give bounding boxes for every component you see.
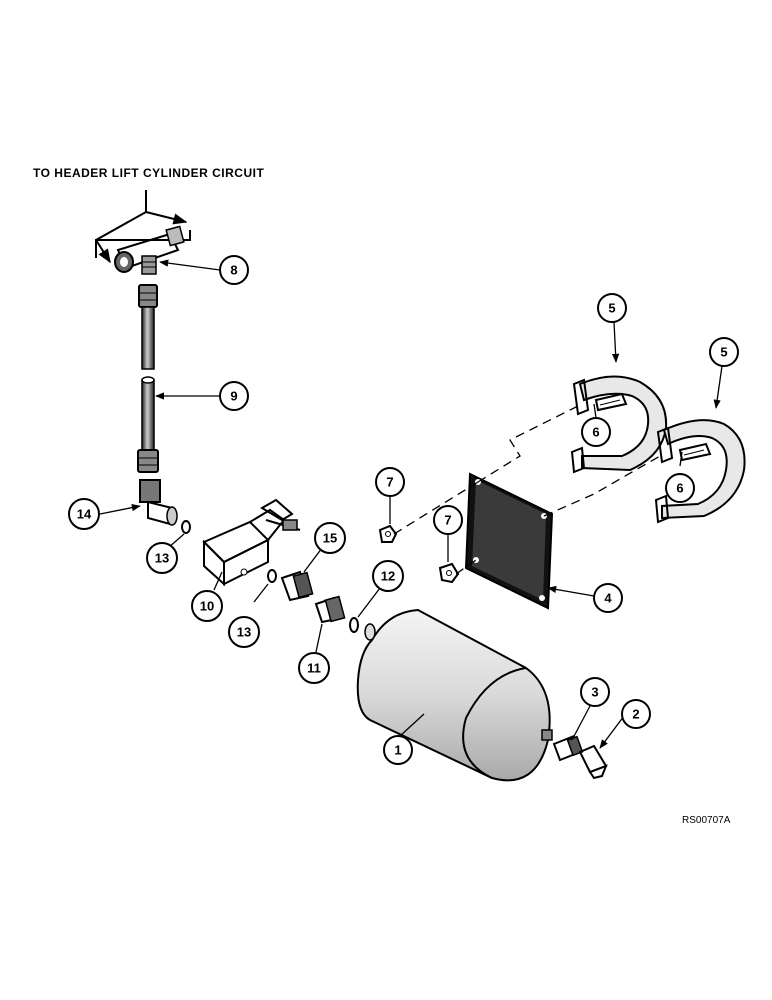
svg-text:7: 7 (444, 513, 451, 528)
svg-text:9: 9 (230, 389, 237, 404)
callout-2: 2 (621, 699, 651, 729)
svg-text:13: 13 (155, 551, 169, 566)
o-ring (181, 520, 191, 534)
callout-6a: 6 (581, 417, 611, 447)
callout-8: 8 (219, 255, 249, 285)
svg-text:2: 2 (632, 707, 639, 722)
connector-fitting (280, 570, 314, 602)
callout-14: 14 (68, 498, 100, 530)
callout-3: 3 (580, 677, 610, 707)
svg-text:12: 12 (381, 569, 395, 584)
callout-5b: 5 (709, 337, 739, 367)
svg-text:5: 5 (608, 301, 615, 316)
svg-text:3: 3 (591, 685, 598, 700)
circuit-title: TO HEADER LIFT CYLINDER CIRCUIT (33, 166, 265, 180)
hose (137, 284, 159, 473)
svg-text:6: 6 (676, 481, 683, 496)
valve-cap (578, 744, 608, 780)
svg-text:8: 8 (230, 263, 237, 278)
valve-block (202, 498, 301, 587)
mounting-clamp (570, 375, 668, 474)
svg-text:6: 6 (592, 425, 599, 440)
svg-text:15: 15 (323, 531, 337, 546)
callout-4: 4 (593, 583, 623, 613)
elbow-fitting (139, 479, 178, 526)
o-ring (349, 617, 359, 633)
o-ring (267, 569, 277, 583)
svg-text:11: 11 (307, 661, 321, 676)
svg-text:10: 10 (200, 599, 214, 614)
lock-nut (438, 562, 460, 584)
tee-fitting (114, 225, 185, 275)
svg-text:1: 1 (394, 743, 401, 758)
callout-15: 15 (314, 522, 346, 554)
callout-1: 1 (383, 735, 413, 765)
callout-6b: 6 (665, 473, 695, 503)
callout-11: 11 (298, 652, 330, 684)
adapter-fitting (314, 595, 346, 624)
mounting-clamp (654, 419, 746, 524)
drawing-code: RS00707A (682, 815, 731, 826)
mounting-plate (464, 472, 554, 610)
callout-12: 12 (372, 560, 404, 592)
callout-13a: 13 (146, 542, 178, 574)
callout-10: 10 (191, 590, 223, 622)
header-circuit-arrows (95, 190, 191, 264)
svg-text:13: 13 (237, 625, 251, 640)
svg-text:4: 4 (604, 591, 612, 606)
callout-7a: 7 (375, 467, 405, 497)
callout-7b: 7 (433, 505, 463, 535)
accumulator-tank (356, 608, 553, 782)
svg-text:5: 5 (720, 345, 727, 360)
lock-nut (378, 524, 398, 543)
callout-5a: 5 (597, 293, 627, 323)
charge-valve (552, 734, 584, 762)
svg-text:14: 14 (77, 507, 92, 522)
callout-9: 9 (219, 381, 249, 411)
callout-13b: 13 (228, 616, 260, 648)
svg-text:7: 7 (386, 475, 393, 490)
